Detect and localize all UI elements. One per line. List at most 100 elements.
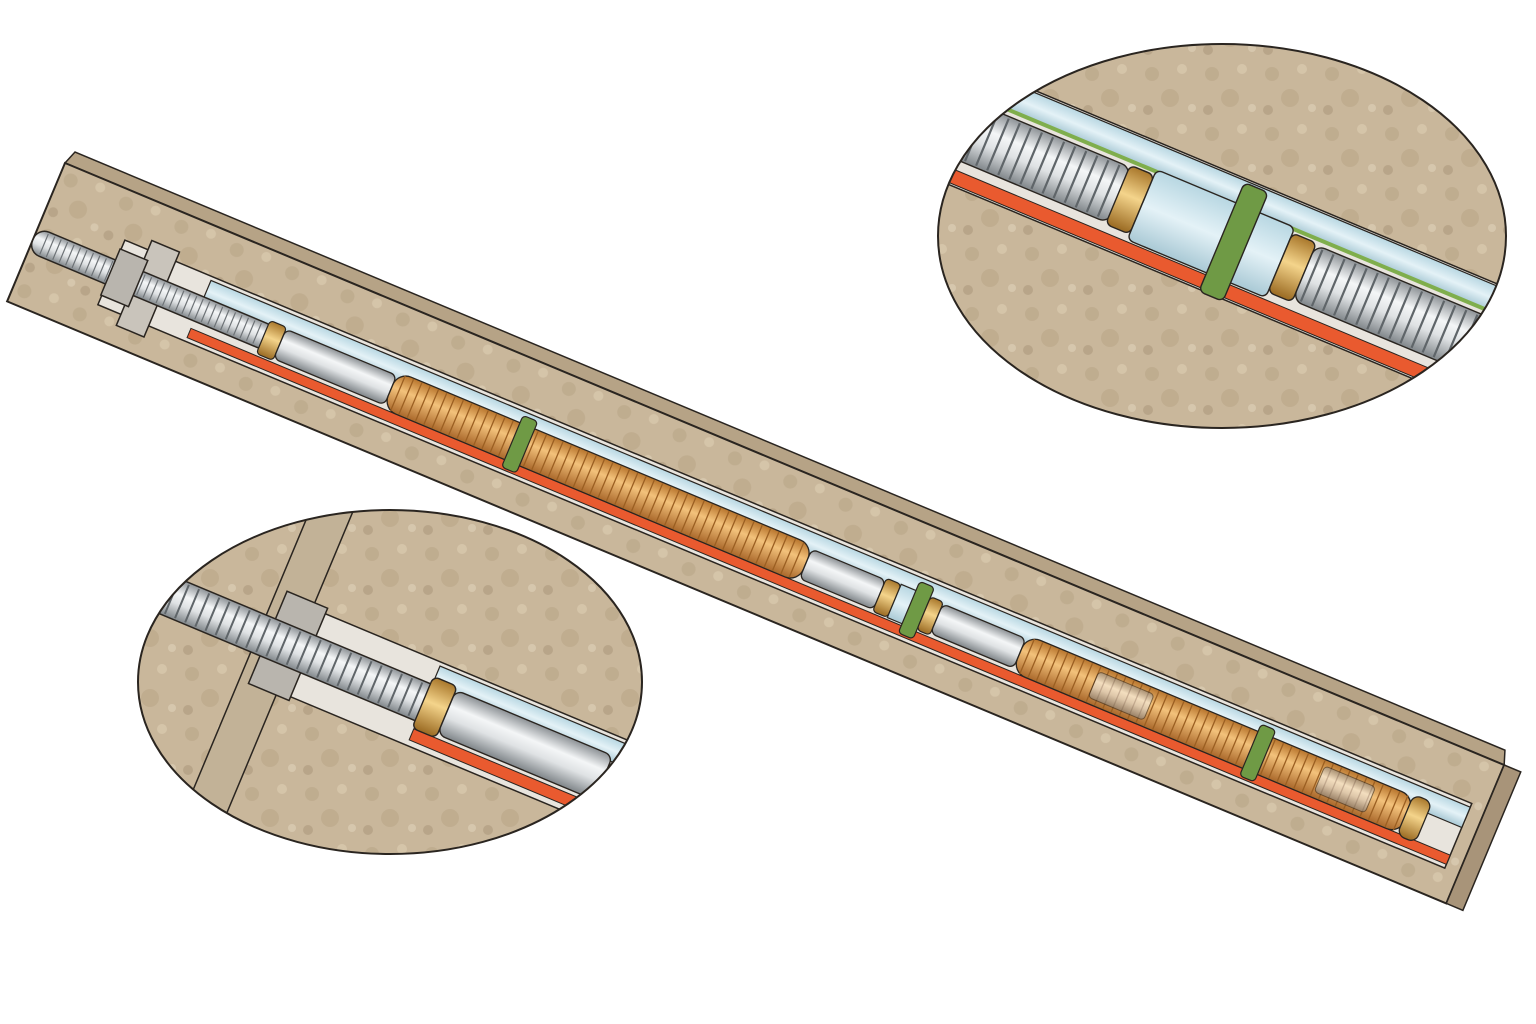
thread-rib bbox=[316, 643, 332, 678]
thread-rib bbox=[986, 118, 1010, 171]
sheath-rib bbox=[763, 531, 780, 568]
sheath-rib bbox=[771, 535, 788, 571]
thread-rib bbox=[39, 233, 49, 255]
thread-rib bbox=[1499, 332, 1506, 386]
sheath-rib bbox=[1160, 697, 1177, 734]
thread-rib bbox=[255, 618, 272, 653]
thread-rib bbox=[265, 622, 282, 657]
sheath-rib bbox=[1210, 718, 1226, 755]
thread-rib bbox=[1085, 159, 1110, 213]
centralizer-spacer-1 bbox=[502, 415, 538, 473]
sheath-rib bbox=[597, 462, 614, 498]
sheath-rib bbox=[1301, 756, 1318, 793]
sheath-rib bbox=[522, 431, 539, 467]
sheath-rib bbox=[1176, 704, 1193, 741]
thread-rib bbox=[245, 614, 261, 649]
sheath-rib bbox=[547, 441, 564, 478]
thread-rib bbox=[1008, 127, 1032, 180]
sheath-rib bbox=[1168, 701, 1185, 737]
sheath-rib bbox=[788, 542, 805, 578]
sheath-rib bbox=[1226, 725, 1243, 762]
thread-rib bbox=[346, 656, 363, 691]
sheath-rib bbox=[1068, 659, 1085, 696]
sheath-rib bbox=[564, 448, 581, 485]
thread-rib bbox=[58, 241, 69, 263]
sheath-rib bbox=[1276, 746, 1293, 782]
thread-rib bbox=[187, 295, 198, 317]
detail-b-outline bbox=[937, 43, 1507, 429]
sheath-rib bbox=[780, 538, 797, 575]
sheath-rib bbox=[580, 455, 597, 491]
thread-rib bbox=[1019, 132, 1044, 185]
thread-rib bbox=[207, 304, 217, 325]
thread-rib bbox=[407, 682, 424, 717]
sheath-rib bbox=[539, 438, 556, 474]
sheath-rib bbox=[1384, 791, 1401, 828]
thread-rib bbox=[161, 285, 172, 306]
thread-rib bbox=[142, 277, 153, 298]
sheath-rib bbox=[605, 465, 622, 502]
thread-rib bbox=[65, 244, 75, 266]
thread-rib bbox=[1299, 249, 1324, 302]
anchor-end-cap bbox=[1398, 796, 1431, 841]
thread-rib bbox=[1432, 304, 1457, 358]
sheath-rib bbox=[439, 396, 456, 432]
thread-rib bbox=[52, 239, 62, 260]
thread-rib bbox=[224, 605, 241, 640]
sheath-rib bbox=[639, 479, 655, 516]
anchor-nut bbox=[99, 247, 149, 308]
sheath-rib bbox=[697, 504, 714, 540]
thread-rib bbox=[200, 301, 211, 323]
thread-rib bbox=[1041, 141, 1066, 194]
sheath-rib bbox=[722, 514, 738, 551]
sheath-rib bbox=[1035, 645, 1052, 682]
thread-rib bbox=[1399, 291, 1424, 344]
thread-rib bbox=[239, 317, 250, 339]
sheath-rib bbox=[1201, 715, 1218, 751]
thread-rib bbox=[941, 99, 966, 153]
thread-rib bbox=[1522, 342, 1536, 394]
thread-rib bbox=[1321, 258, 1346, 312]
thread-rib bbox=[1052, 145, 1077, 199]
sheath-rib bbox=[448, 399, 464, 436]
sheath-rib bbox=[1268, 742, 1285, 779]
sheath-rib bbox=[1019, 638, 1036, 675]
sheath-rib bbox=[622, 472, 639, 509]
sheath-rib bbox=[647, 483, 664, 519]
thread-rib bbox=[1063, 150, 1088, 204]
sheath-rib bbox=[730, 517, 747, 554]
thread-rib bbox=[1366, 277, 1390, 330]
thread-rib bbox=[1333, 263, 1357, 316]
thread-rib bbox=[103, 260, 114, 282]
sheath-rib bbox=[1259, 739, 1276, 776]
sheath-rib bbox=[1027, 642, 1044, 678]
thread-rib bbox=[1355, 272, 1379, 326]
sheath-rib bbox=[1376, 788, 1393, 824]
thread-rib bbox=[149, 279, 159, 301]
coupler-spacer-detail-view bbox=[910, 43, 1536, 429]
thread-rib bbox=[910, 86, 932, 138]
sheath-rib bbox=[1044, 649, 1060, 685]
thread-rib bbox=[194, 298, 204, 320]
sheath-rib bbox=[589, 458, 606, 495]
sheath-rib bbox=[1367, 784, 1384, 821]
thread-rib bbox=[336, 652, 353, 687]
sheath-rib bbox=[431, 392, 448, 429]
sheath-rib bbox=[1185, 708, 1202, 744]
sheath-rib bbox=[713, 510, 730, 547]
thread-rib bbox=[181, 293, 191, 315]
thread-rib bbox=[387, 673, 403, 708]
thread-rib bbox=[45, 236, 56, 258]
sheath-rib bbox=[614, 469, 631, 505]
sheath-rib bbox=[398, 379, 415, 415]
sheath-rib bbox=[1143, 690, 1160, 727]
main-anchor-view bbox=[5, 151, 1522, 912]
sheath-rib bbox=[1293, 753, 1310, 789]
thread-rib bbox=[938, 90, 944, 143]
thread-rib bbox=[1511, 338, 1533, 390]
thread-rib bbox=[71, 247, 82, 269]
thread-rib bbox=[90, 255, 101, 277]
thread-rib bbox=[220, 309, 230, 331]
sheath-rib bbox=[556, 444, 572, 481]
sheath-rib bbox=[1193, 711, 1210, 748]
